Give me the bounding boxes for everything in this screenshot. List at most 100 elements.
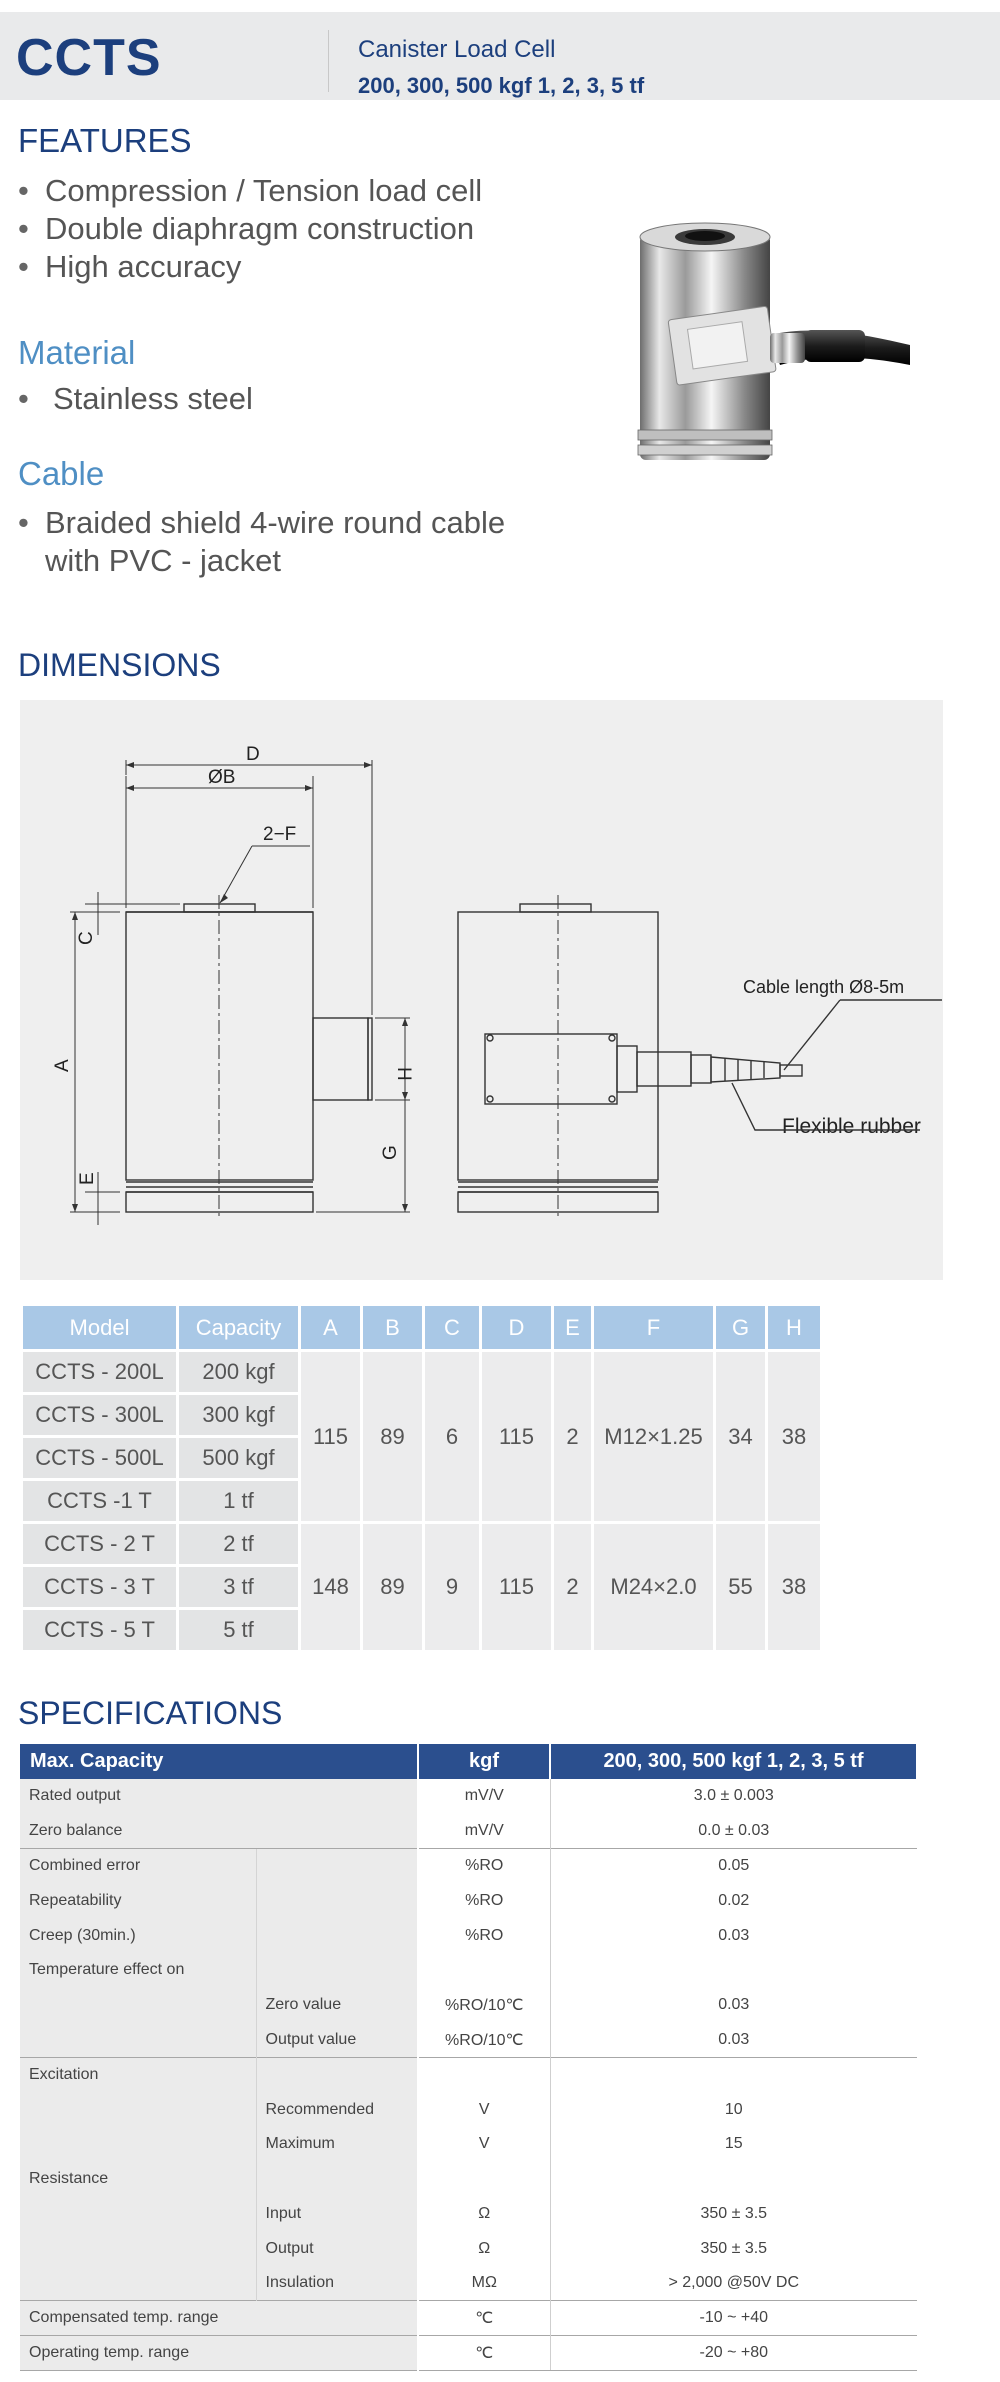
material-list: Stainless steel <box>18 380 253 418</box>
spec-sublabel: Output value <box>255 2022 419 2058</box>
dim-label-f: 2−F <box>263 824 296 845</box>
spec-unit: MΩ <box>417 2266 551 2301</box>
spec-label: Repeatability <box>20 1883 256 1919</box>
spec-unit: V <box>417 2092 551 2127</box>
dim-label-a: A <box>52 1059 73 1072</box>
spec-header-unit: kgf <box>418 1744 552 1779</box>
dimension-drawing: D ØB 2−F C A H G E Cable length Ø8-5m Fl… <box>20 700 943 1280</box>
spec-value: -10 ~ +40 <box>550 2300 918 2336</box>
spec-row-repeatability: Repeatability %RO 0.02 <box>20 1883 917 1919</box>
spec-unit: V <box>417 2126 551 2162</box>
cable-item: Braided shield 4-wire round cable with P… <box>18 504 505 580</box>
spec-unit: ℃ <box>417 2335 551 2372</box>
model-cell: CCTS - 300L <box>20 1392 179 1438</box>
spec-label: Temperature effect on <box>20 1952 256 1988</box>
model-cell: CCTS -1 T <box>20 1478 179 1524</box>
spec-label-empty <box>20 2126 256 2162</box>
spec-row-temp-effect: Temperature effect on <box>20 1952 917 1988</box>
spec-label-empty <box>20 2266 256 2301</box>
spec-row-comp-temp: Compensated temp. range ℃ -10 ~ +40 <box>20 2300 918 2336</box>
spec-label-empty <box>20 2022 256 2058</box>
connector-plate <box>484 1033 618 1105</box>
spec-value: 350 ± 3.5 <box>700 2239 768 2257</box>
spec-value: 350 ± 3.5 <box>700 2204 768 2222</box>
spec-value: 0.0 ± 0.03 <box>698 1821 770 1839</box>
table-row: CCTS - 200L 200 kgf 115 89 6 115 2 M12×1… <box>20 1349 823 1524</box>
spec-row-resistance: Resistance <box>20 2161 917 2197</box>
spec-value: 0.05 <box>550 1848 918 1884</box>
spec-row-excitation: Excitation <box>20 2056 918 2093</box>
feature-item: Double diaphragm construction <box>18 210 482 248</box>
spec-unit: mV/V <box>417 1779 551 1814</box>
spec-sublabel: Recommended <box>255 2092 419 2127</box>
spec-unit: ℃ <box>417 2300 551 2336</box>
spec-row-rated-output: Rated output mV/V 3.0 ± 0.003 <box>20 1779 917 1814</box>
spec-value: 0.03 <box>718 1926 750 1944</box>
spec-label: Excitation <box>20 2056 256 2093</box>
col-header-model: Model <box>20 1303 179 1352</box>
spec-value: 3.0 ± 0.003 <box>693 1787 774 1805</box>
spec-header-range: 200, 300, 500 kgf 1, 2, 3, 5 tf <box>550 1744 919 1779</box>
spec-value: 0.03 <box>718 1996 750 2014</box>
dim-label-g: G <box>380 1145 401 1160</box>
table-row: CCTS - 300L 300 kgf <box>20 1392 822 1438</box>
capacity-cell: 200 kgf <box>176 1349 301 1395</box>
spec-label: Operating temp. range <box>20 2335 419 2372</box>
header-divider <box>328 30 329 92</box>
dim-label-h: H <box>393 1067 414 1081</box>
spec-unit: %RO <box>417 1848 551 1884</box>
model-name: CCTS <box>16 29 162 87</box>
table-row: CCTS - 3 T 3 tf <box>20 1564 822 1610</box>
spec-label: Rated output <box>20 1779 419 1814</box>
spec-sublabel: Insulation <box>255 2266 419 2301</box>
spec-sub-empty <box>255 1952 419 1988</box>
dim-b-cell: 89 <box>360 1349 425 1524</box>
cable-title: Cable <box>18 455 105 492</box>
spec-unit: %RO/10℃ <box>417 1987 551 2023</box>
dim-a-cell: 148 <box>298 1521 363 1653</box>
material-item: Stainless steel <box>18 380 253 418</box>
spec-value: 0.02 <box>718 1891 750 1909</box>
spec-unit: Ω <box>417 2231 551 2267</box>
col-header-h: H <box>765 1303 823 1352</box>
features-title: FEATURES <box>18 122 192 159</box>
spec-sublabel: Output <box>255 2231 419 2267</box>
dim-label-b: ØB <box>208 767 235 788</box>
spec-sub-empty <box>255 1883 419 1919</box>
table-row: CCTS - 500L 500 kgf <box>20 1435 822 1481</box>
cable-list: Braided shield 4-wire round cable with P… <box>18 504 505 580</box>
specifications-table: Max. Capacity kgf 200, 300, 500 kgf 1, 2… <box>20 1744 919 2372</box>
spec-row-output-value: Output value %RO/10℃ 0.03 <box>20 2022 917 2058</box>
spec-row-oper-temp: Operating temp. range ℃ -20 ~ +80 <box>20 2335 918 2372</box>
spec-label-empty <box>20 2196 256 2232</box>
table-row: CCTS - 2 T 2 tf 148 89 9 115 2 M24×2.0 5… <box>20 1521 823 1653</box>
spec-value: 10 <box>724 2100 743 2118</box>
col-header-c: C <box>422 1303 482 1352</box>
spec-row-zero-balance: Zero balance mV/V 0.0 ± 0.03 <box>20 1813 917 1849</box>
spec-label: Zero balance <box>20 1813 419 1849</box>
spec-row-zero-value: Zero value %RO/10℃ 0.03 <box>20 1987 917 2023</box>
dimensions-title: DIMENSIONS <box>18 647 221 683</box>
specifications-title: SPECIFICATIONS <box>18 1695 283 1731</box>
spec-value <box>550 1953 917 1988</box>
spec-unit: %RO/10℃ <box>417 2022 551 2058</box>
spec-label-empty <box>20 2231 256 2267</box>
spec-unit: Ω <box>417 2196 551 2232</box>
spec-row-creep: Creep (30min.) %RO 0.03 <box>20 1918 917 1953</box>
cable-length-label: Cable length Ø8-5m <box>743 977 904 997</box>
dim-d-cell: 115 <box>479 1349 554 1524</box>
spec-row-insulation: Insulation MΩ > 2,000 @50V DC <box>20 2266 917 2301</box>
dim-e-cell: 2 <box>551 1521 594 1653</box>
model-cell: CCTS - 5 T <box>20 1607 179 1653</box>
spec-sublabel: Input <box>255 2196 419 2232</box>
spec-label-empty <box>20 1987 256 2023</box>
capacity-range: 200, 300, 500 kgf 1, 2, 3, 5 tf <box>358 73 645 98</box>
spec-value: > 2,000 @50V DC <box>668 2274 800 2292</box>
dim-f-cell: M24×2.0 <box>591 1521 716 1653</box>
dim-d-cell: 115 <box>479 1521 554 1653</box>
cable-line-1: Braided shield 4-wire round cable <box>45 505 506 540</box>
model-dimension-table: Model Capacity A B C D E F G H CCTS - 20… <box>20 1303 823 1653</box>
spec-row-maximum: Maximum V 15 <box>20 2126 917 2162</box>
dim-g-cell: 34 <box>713 1349 768 1524</box>
connector-side <box>312 1017 369 1101</box>
